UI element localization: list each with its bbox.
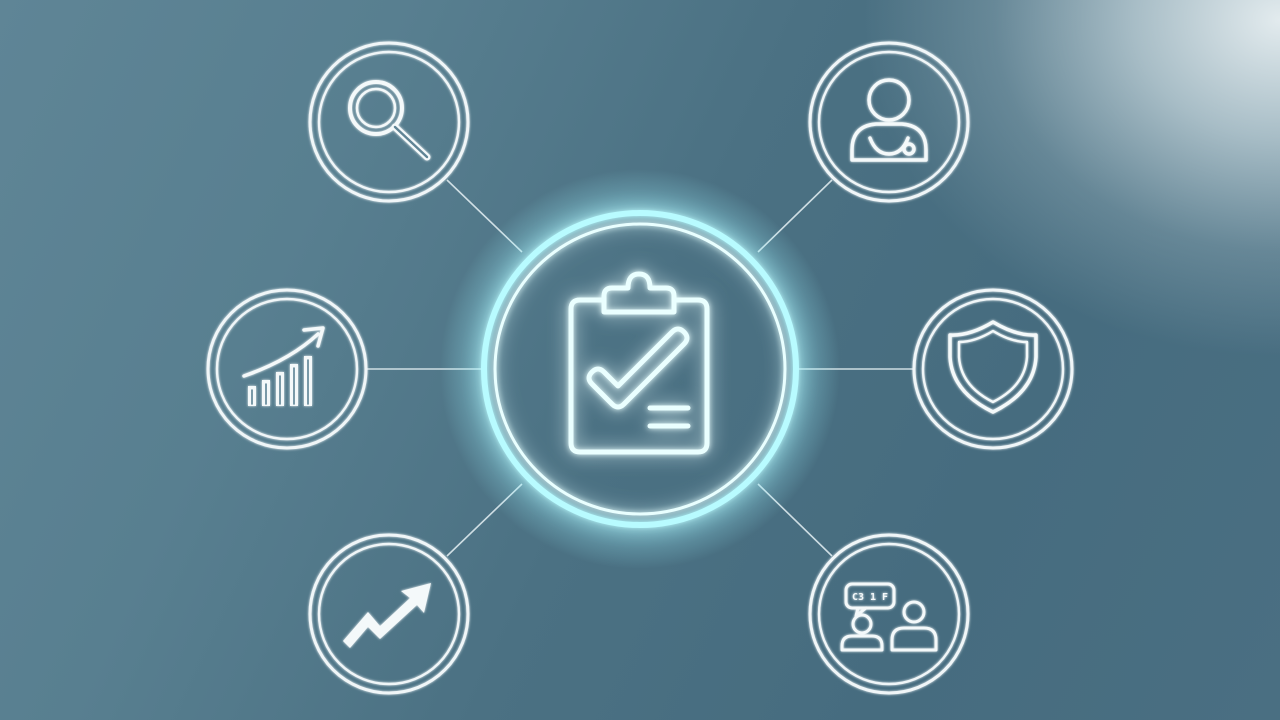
satellite-node-trend: [308, 533, 470, 695]
hub-node: [440, 169, 840, 569]
shield-icon: [948, 320, 1038, 414]
satellite-node-team: C3 1 F: [808, 533, 970, 695]
clipboard-check-icon: [568, 271, 710, 455]
user-profile-icon: [850, 78, 928, 162]
satellite-node-search: [308, 41, 470, 203]
chat-bubble-text: C3 1 F: [852, 592, 888, 603]
satellite-node-shield: [912, 288, 1074, 450]
rising-bar-chart-icon: [242, 326, 325, 406]
satellite-node-user: [808, 41, 970, 203]
two-people-chat-icon: C3 1 F: [840, 582, 938, 652]
trend-up-arrow-icon: [343, 583, 431, 648]
magnifying-glass-icon: [348, 80, 431, 161]
satellite-node-growth-chart: [206, 288, 368, 450]
